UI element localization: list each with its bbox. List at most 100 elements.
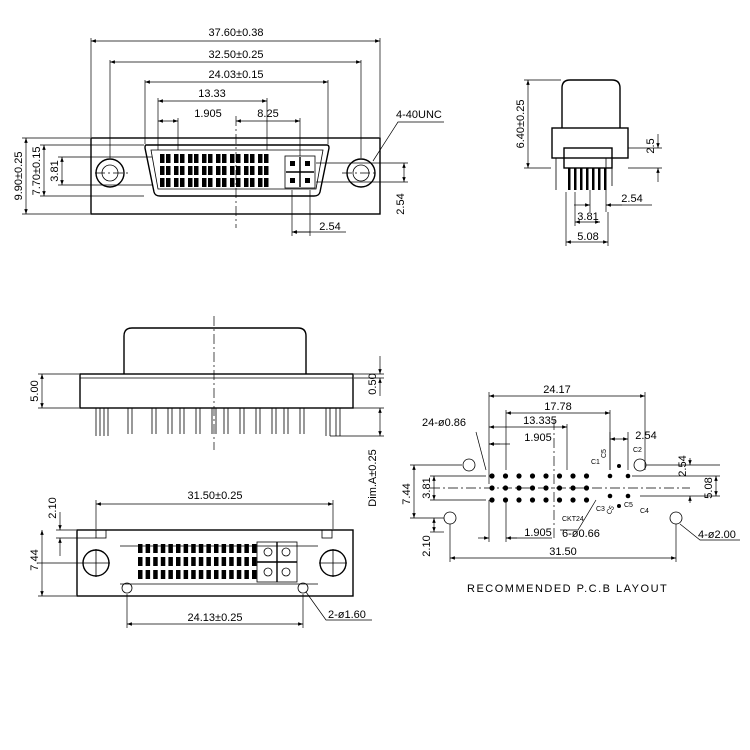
peg-right	[297, 582, 309, 594]
bottom-contact	[153, 544, 158, 553]
side-pin	[568, 168, 571, 190]
dim-pcb-right-pitch: 2.54	[677, 455, 689, 476]
bottom-contact	[183, 544, 189, 553]
dim-shell-width: 24.03±0.15	[209, 69, 264, 81]
side-shell	[561, 79, 621, 128]
bottom-contact	[191, 557, 196, 566]
front-contact	[222, 166, 227, 175]
side-pin-array	[568, 168, 607, 190]
profile-pin	[211, 408, 217, 434]
dim-flange-height: 9.90±0.25	[13, 152, 25, 201]
label-c1: C1	[591, 459, 600, 466]
bottom-contact	[191, 570, 196, 579]
bottom-contact	[252, 557, 257, 566]
front-contact	[216, 178, 221, 187]
pcb-caption: RECOMMENDED P.C.B LAYOUT	[467, 583, 668, 595]
front-contact	[264, 154, 269, 163]
front-contact	[166, 166, 171, 175]
front-contact	[258, 178, 263, 187]
pcb-mount-tl	[462, 458, 476, 472]
front-contact	[250, 166, 255, 175]
front-contact	[222, 154, 227, 163]
bottom-contact	[244, 570, 249, 579]
front-contact	[208, 154, 213, 163]
profile-pin	[103, 408, 109, 436]
bottom-contact	[244, 557, 249, 566]
note-contact-holes: 24-ø0.86	[422, 417, 466, 429]
front-contact	[258, 166, 263, 175]
front-contact	[264, 166, 269, 175]
dim-pcb-row-span: 3.81	[421, 477, 433, 498]
dim-contact-span: 13.33	[198, 88, 226, 100]
label-c5-top: C5	[601, 449, 608, 458]
front-contact	[180, 166, 185, 175]
profile-pin	[179, 408, 185, 434]
front-contact	[174, 178, 179, 187]
front-contact	[208, 178, 213, 187]
side-pin	[586, 168, 589, 190]
bottom-contact	[236, 557, 242, 566]
side-pin	[592, 168, 595, 190]
dim-pcb-13335: 13.335	[523, 415, 557, 427]
bottom-contact	[214, 544, 219, 553]
pcb-contact-hole	[556, 497, 563, 503]
pcb-contact-hole	[570, 473, 576, 479]
front-contact	[166, 154, 171, 163]
bottom-contact	[138, 544, 143, 553]
pcb-mount-tr	[633, 458, 647, 472]
bottom-view: 31.50±0.25 2.10 7.44 24.13±0.25 2-ø1.60	[29, 490, 372, 628]
bottom-contact	[138, 570, 143, 579]
pcb-mount-br	[669, 511, 683, 525]
front-contact	[236, 154, 241, 163]
dim-pin-length: Dim.A±0.25	[367, 449, 379, 506]
dim-pcb-overall: 24.17	[543, 384, 571, 396]
profile-pin-array	[95, 408, 341, 436]
pcb-mount-bl	[443, 511, 457, 525]
dim-top-offset: 2.10	[47, 497, 59, 518]
pcb-contact-hole	[556, 473, 563, 479]
profile-shell	[123, 327, 307, 374]
profile-pin	[151, 408, 157, 434]
flange-outline	[90, 137, 381, 215]
side-flange	[551, 127, 629, 159]
front-contact	[194, 178, 199, 187]
front-contact	[236, 166, 241, 175]
peg-left	[121, 582, 133, 594]
bottom-contact	[206, 557, 211, 566]
label-c2: C2	[633, 447, 642, 454]
pcb-contact-hole	[489, 473, 495, 479]
pcb-contact-hole	[570, 497, 576, 503]
bottom-contact	[138, 557, 143, 566]
pcb-contact-hole	[489, 497, 495, 503]
bottom-contact	[176, 570, 181, 579]
front-contact	[160, 154, 165, 163]
dim-side-height: 6.40±0.25	[515, 100, 527, 149]
dim-pcb-bottom-offset: 2.10	[421, 535, 433, 556]
front-contact	[202, 166, 207, 175]
pcb-contact-hole	[570, 485, 576, 491]
dim-bottom-height: 7.44	[29, 549, 41, 570]
note-mount-holes: 4-ø2.00	[698, 529, 736, 541]
dim-shell-height: 7.70±0.15	[31, 147, 43, 196]
bottom-contact	[145, 544, 151, 553]
dim-pin-offset: 2.5	[645, 138, 657, 153]
side-pin	[604, 168, 607, 190]
front-contact	[194, 166, 199, 175]
front-contact	[174, 166, 179, 175]
bottom-contact	[160, 570, 166, 579]
front-contact-array	[160, 154, 269, 187]
side-pin	[598, 168, 601, 190]
dim-mount-centers: 32.50±0.25	[209, 49, 264, 61]
bottom-contact	[229, 544, 234, 553]
front-contact	[230, 166, 235, 175]
note-cross-holes: 6-ø0.66	[562, 528, 600, 540]
front-contact	[216, 166, 221, 175]
dim-side-row-span: 3.81	[577, 211, 598, 223]
label-c3: C3	[596, 506, 605, 513]
pcb-contact-hole	[502, 497, 509, 503]
bottom-contact	[244, 544, 249, 553]
front-contact	[258, 154, 263, 163]
dim-pcb-1778: 17.78	[544, 401, 572, 413]
dim-pcb-height: 7.44	[401, 483, 413, 504]
front-contact	[244, 154, 249, 163]
